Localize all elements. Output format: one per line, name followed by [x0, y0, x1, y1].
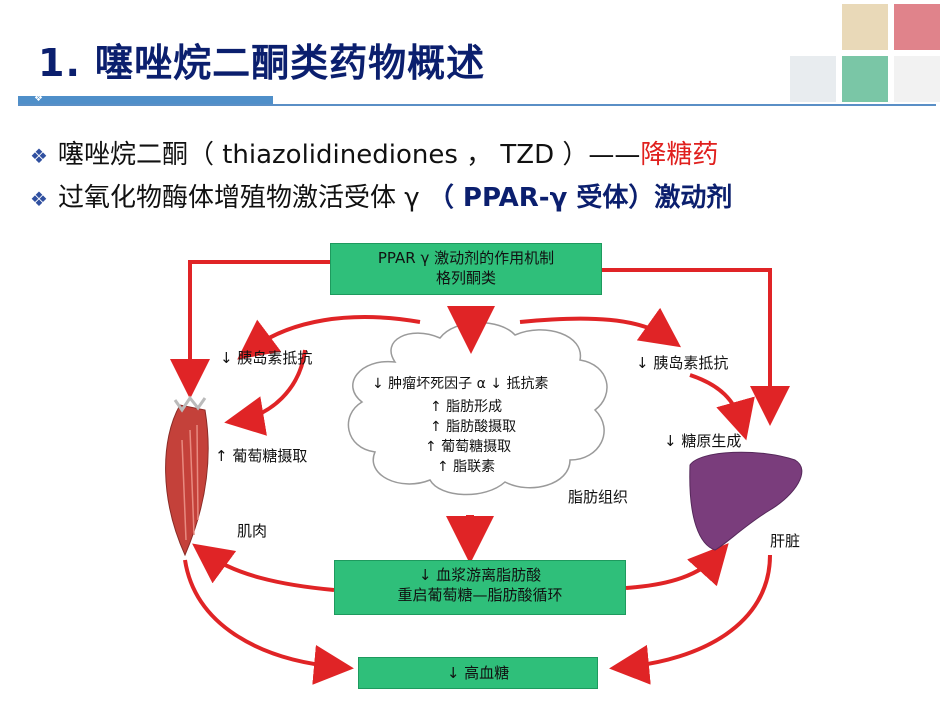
- cloud-line-1: ↓ 肿瘤坏死因子 α ↓ 抵抗素: [372, 376, 549, 392]
- ffa-box: ↓ 血浆游离脂肪酸 重启葡萄糖—脂肪酸循环: [334, 560, 626, 615]
- cloud-line-5: ↑ 脂联素: [437, 459, 496, 475]
- mechanism-box: PPAR γ 激动剂的作用机制 格列酮类: [330, 243, 602, 295]
- arrow-top-right: [602, 268, 790, 426]
- muscle-label: 肌肉: [237, 522, 268, 540]
- page-title: 1. 噻唑烷二酮类药物概述: [38, 41, 486, 85]
- arrow-mid-right: [625, 543, 729, 590]
- spiral-image: [894, 56, 940, 102]
- arrow-liver-bottom: [609, 554, 772, 685]
- title-underline-bar: [18, 96, 273, 106]
- arrow-curve-right-2: [689, 373, 755, 441]
- mechanism-line2: 格列酮类: [435, 269, 496, 287]
- cloud-line-2: ↑ 脂肪形成: [430, 399, 503, 415]
- cloud-line-4: ↑ 葡萄糖摄取: [425, 439, 512, 455]
- bullet-ppar: ❖ 过氧化物酶体增殖物激活受体 γ （ PPAR-γ 受体）激动剂: [30, 177, 732, 214]
- bullet-highlight: （ PPAR-γ 受体）激动剂: [427, 183, 733, 213]
- bullet-icon: ❖: [30, 144, 48, 168]
- title-underline-line: [18, 104, 936, 106]
- bullet-text: 过氧化物酶体增殖物激活受体 γ: [57, 183, 428, 213]
- arrow-curve-left: [237, 315, 421, 360]
- arrow-curve-left-2: [224, 349, 307, 436]
- bullet-tzd: ❖ 噻唑烷二酮（ thiazolidinediones ， TZD ）——降糖药: [30, 134, 718, 171]
- writing-hand-image: [790, 56, 836, 102]
- mechanism-line1: PPAR γ 激动剂的作用机制: [377, 249, 555, 267]
- green-block: [842, 56, 888, 102]
- muscle-illustration: [165, 395, 209, 557]
- glucose-uptake-label: ↑ 葡萄糖摄取: [215, 447, 308, 465]
- arrow-muscle-bottom: [183, 559, 354, 685]
- cloud-line-3: ↑ 脂肪酸摄取: [430, 419, 517, 435]
- hyperglycemia-box: ↓ 高血糖: [358, 657, 598, 689]
- ffa-line1: ↓ 血浆游离脂肪酸: [418, 566, 542, 584]
- bullet-highlight: 降糖药: [640, 140, 719, 170]
- arrow-top-left: [170, 260, 330, 399]
- adipose-label: 脂肪组织: [568, 488, 629, 506]
- arrow-mid-left: [192, 543, 335, 592]
- pink-block: [894, 4, 940, 50]
- arrow-curve-right: [519, 307, 682, 348]
- food-image: [842, 4, 888, 50]
- bullet-icon: ❖: [30, 187, 48, 211]
- ffa-line2: 重启葡萄糖—脂肪酸循环: [397, 586, 563, 604]
- right-insulin-label: ↓ 胰岛素抵抗: [636, 354, 729, 372]
- liver-illustration: [689, 451, 803, 551]
- liver-label: 肝脏: [770, 532, 801, 550]
- left-insulin-label: ↓ 胰岛素抵抗: [220, 349, 313, 367]
- gluconeogenesis-label: ↓ 糖原生成: [664, 432, 742, 450]
- bullet-text: 噻唑烷二酮（ thiazolidinediones ， TZD ）——: [57, 140, 641, 170]
- adipose-cloud: [347, 321, 608, 496]
- diamond-icon: ❖: [34, 93, 43, 104]
